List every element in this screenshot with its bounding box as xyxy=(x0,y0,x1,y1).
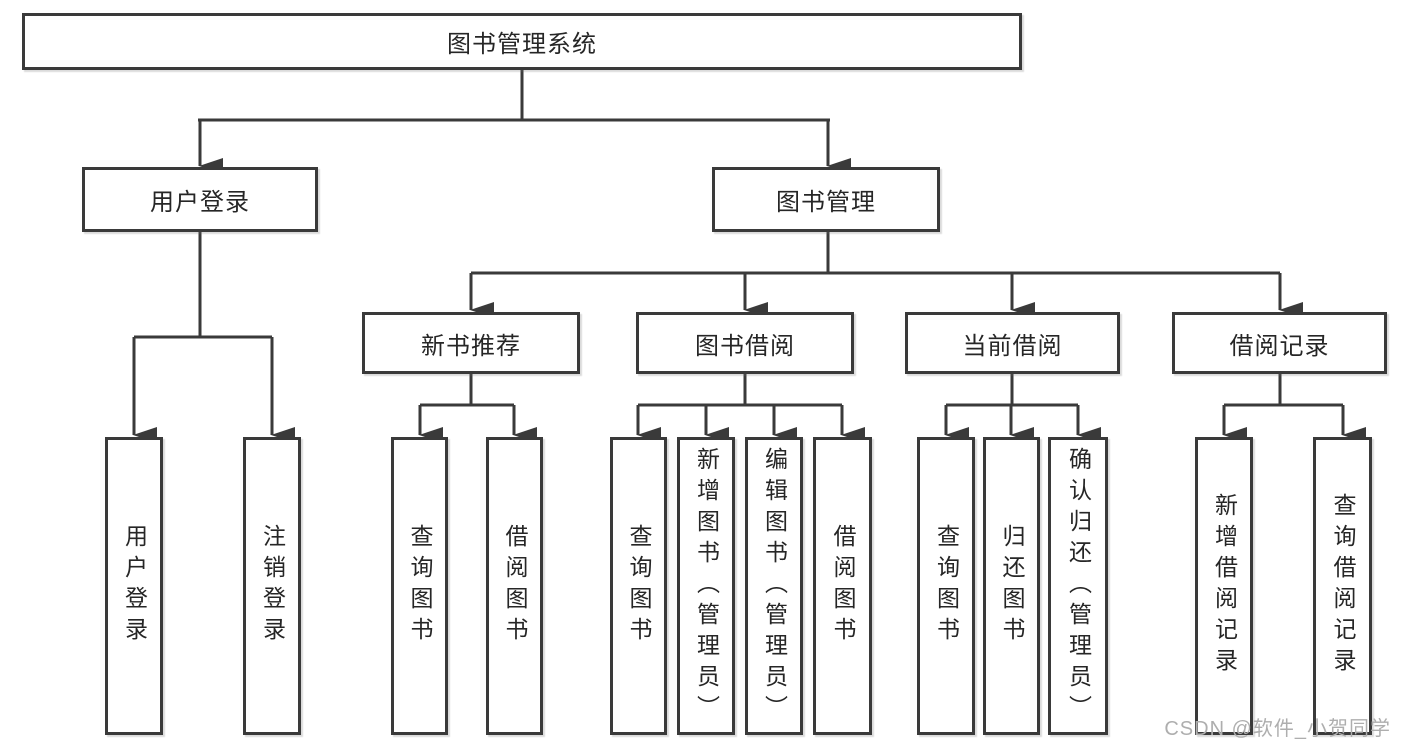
node-new-book-recommend: 新书推荐 xyxy=(362,312,580,374)
leaf-query-borrow-record: 查询借阅记录 xyxy=(1313,437,1372,735)
leaf-return-book-label: 归还图书 xyxy=(999,524,1025,648)
node-user-login: 用户登录 xyxy=(82,167,318,232)
leaf-user-login: 用户登录 xyxy=(105,437,163,735)
leaf-borrow-books-2-label: 借阅图书 xyxy=(830,524,856,648)
leaf-add-borrow-record: 新增借阅记录 xyxy=(1195,437,1253,735)
leaf-query-books-1-label: 查询图书 xyxy=(407,524,433,648)
csdn-watermark: CSDN @软件_小贺同学 xyxy=(1164,718,1391,740)
leaf-confirm-return-admin-label: 确认归还（管理员） xyxy=(1065,446,1092,726)
leaf-query-books-2-label: 查询图书 xyxy=(626,524,652,648)
leaf-query-books-2: 查询图书 xyxy=(610,437,667,735)
leaf-query-borrow-record-label: 查询借阅记录 xyxy=(1330,493,1356,679)
leaf-borrow-books-1: 借阅图书 xyxy=(486,437,543,735)
leaf-borrow-books-2: 借阅图书 xyxy=(813,437,872,735)
node-book-management-label: 图书管理 xyxy=(776,189,876,216)
node-library-system-label: 图书管理系统 xyxy=(447,31,597,58)
node-borrowing-records: 借阅记录 xyxy=(1172,312,1387,374)
node-user-login-label: 用户登录 xyxy=(150,189,250,216)
leaf-add-book-admin: 新增图书（管理员） xyxy=(677,437,735,735)
leaf-return-book: 归还图书 xyxy=(983,437,1040,735)
node-current-borrowing-label: 当前借阅 xyxy=(962,332,1063,360)
leaf-add-borrow-record-label: 新增借阅记录 xyxy=(1211,493,1238,679)
leaf-confirm-return-admin: 确认归还（管理员） xyxy=(1048,437,1108,735)
node-book-borrowing-label: 图书借阅 xyxy=(695,332,795,360)
node-book-management: 图书管理 xyxy=(712,167,940,232)
leaf-edit-book-admin: 编辑图书（管理员） xyxy=(745,437,803,735)
leaf-query-books-3-label: 查询图书 xyxy=(933,524,960,648)
leaf-query-books-1: 查询图书 xyxy=(391,437,448,735)
leaf-logout: 注销登录 xyxy=(243,437,301,735)
leaf-user-login-label: 用户登录 xyxy=(121,524,148,648)
leaf-borrow-books-1-label: 借阅图书 xyxy=(502,524,528,648)
leaf-logout-label: 注销登录 xyxy=(259,524,286,648)
node-borrowing-records-label: 借阅记录 xyxy=(1229,332,1330,360)
leaf-add-book-admin-label: 新增图书（管理员） xyxy=(693,446,720,726)
leaf-edit-book-admin-label: 编辑图书（管理员） xyxy=(761,446,788,726)
node-book-borrowing: 图书借阅 xyxy=(636,312,854,374)
node-library-system: 图书管理系统 xyxy=(22,13,1022,70)
node-current-borrowing: 当前借阅 xyxy=(905,312,1120,374)
leaf-query-books-3: 查询图书 xyxy=(917,437,975,735)
node-new-book-recommend-label: 新书推荐 xyxy=(421,332,521,360)
